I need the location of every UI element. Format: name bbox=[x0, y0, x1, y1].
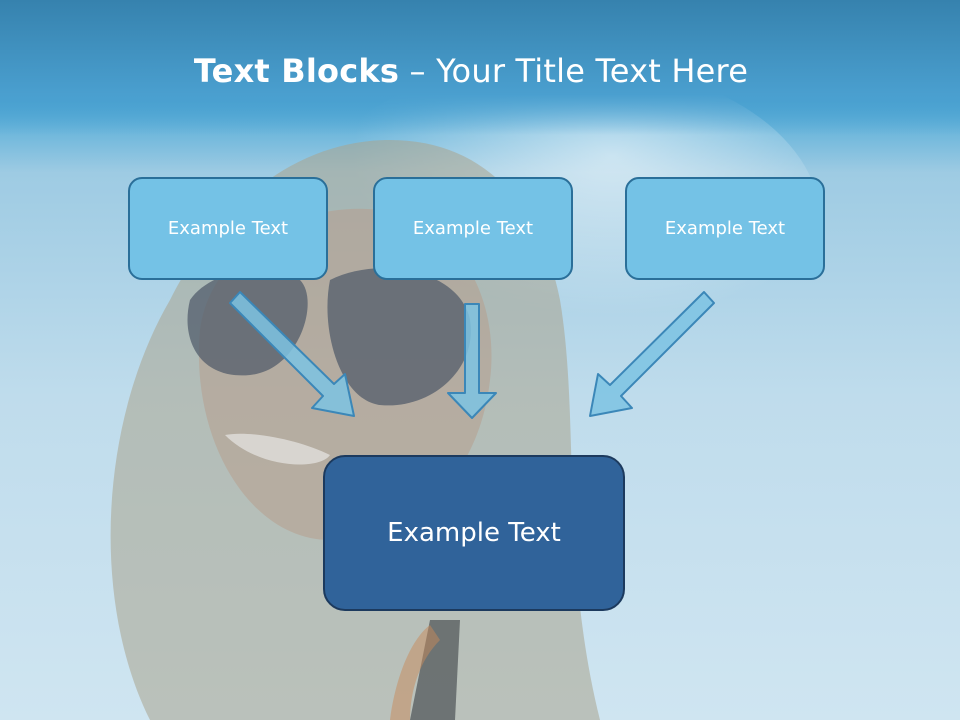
text-block-top-right[interactable]: Example Text bbox=[625, 177, 825, 280]
text-block-top-left-label: Example Text bbox=[167, 218, 289, 239]
text-block-bottom[interactable]: Example Text bbox=[323, 455, 625, 611]
text-block-top-center-label: Example Text bbox=[412, 218, 534, 239]
arrow-left bbox=[229, 291, 355, 417]
arrow-center bbox=[447, 303, 497, 419]
title-rest: Your Title Text Here bbox=[436, 52, 749, 90]
arrow-right bbox=[589, 291, 715, 417]
text-block-bottom-label: Example Text bbox=[387, 518, 561, 548]
title-band bbox=[0, 0, 960, 135]
title-bold: Text Blocks bbox=[193, 52, 400, 90]
text-block-top-center[interactable]: Example Text bbox=[373, 177, 573, 280]
text-block-top-right-label: Example Text bbox=[664, 218, 786, 239]
slide-title: Text Blocks – Your Title Text Here bbox=[0, 52, 942, 90]
text-block-top-left[interactable]: Example Text bbox=[128, 177, 328, 280]
title-dash: – bbox=[399, 52, 437, 90]
